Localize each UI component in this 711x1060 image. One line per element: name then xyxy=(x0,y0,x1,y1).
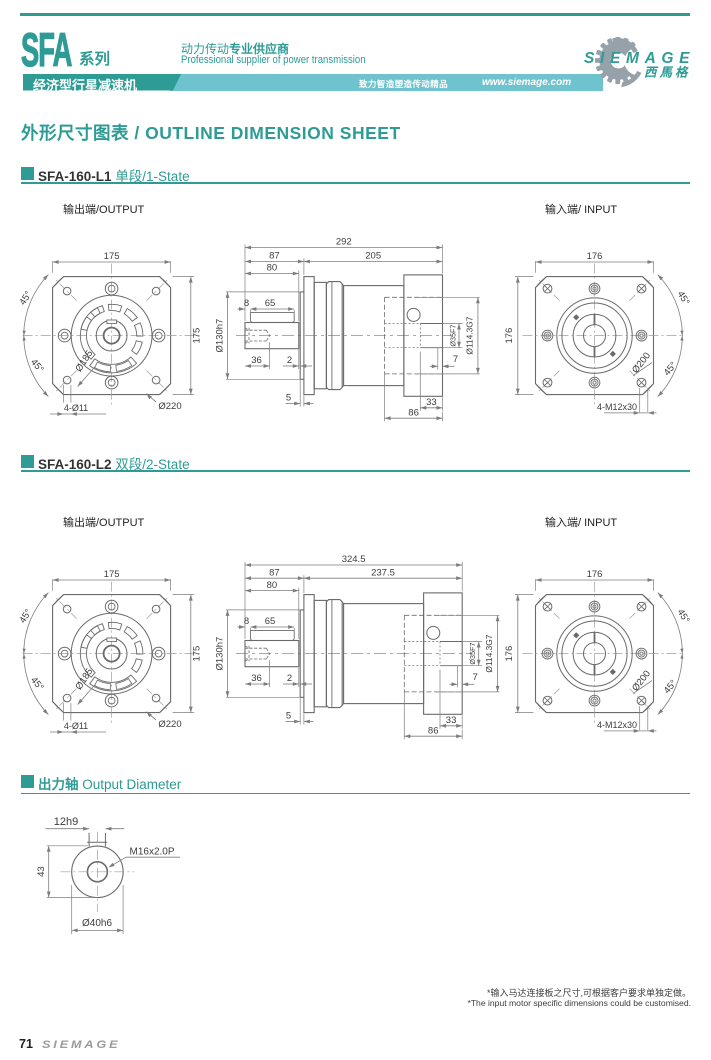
svg-text:4-Ø11: 4-Ø11 xyxy=(64,721,88,731)
svg-text:33: 33 xyxy=(426,397,437,408)
svg-text:43: 43 xyxy=(36,866,47,877)
svg-text:45°: 45° xyxy=(17,289,34,307)
svg-text:4-M12x30: 4-M12x30 xyxy=(597,720,637,730)
svg-text:Ø114.3G7: Ø114.3G7 xyxy=(464,316,474,354)
svg-text:12h9: 12h9 xyxy=(54,816,78,828)
svg-text:65: 65 xyxy=(265,616,276,627)
svg-text:86: 86 xyxy=(408,407,419,418)
svg-text:5: 5 xyxy=(286,710,291,721)
svg-text:205: 205 xyxy=(365,251,381,262)
svg-text:Ø220: Ø220 xyxy=(158,401,181,412)
svg-text:2: 2 xyxy=(287,355,292,366)
svg-text:2: 2 xyxy=(287,673,292,684)
svg-text:45°: 45° xyxy=(28,357,46,375)
svg-text:7: 7 xyxy=(473,672,478,683)
svg-text:87: 87 xyxy=(269,567,280,578)
svg-text:西馬格: 西馬格 xyxy=(644,66,691,80)
svg-text:33: 33 xyxy=(446,715,457,726)
svg-text:324.5: 324.5 xyxy=(342,554,366,565)
svg-text:176: 176 xyxy=(504,646,515,662)
svg-text:175: 175 xyxy=(192,646,203,662)
svg-text:Ø220: Ø220 xyxy=(158,719,181,730)
svg-text:87: 87 xyxy=(269,251,280,262)
svg-text:Ø200: Ø200 xyxy=(630,351,653,376)
svg-text:45°: 45° xyxy=(675,607,692,625)
svg-text:Ø35F7: Ø35F7 xyxy=(449,325,458,347)
svg-text:Ø35F7: Ø35F7 xyxy=(468,643,477,665)
svg-text:175: 175 xyxy=(104,251,120,262)
svg-text:Ø40h6: Ø40h6 xyxy=(82,918,112,929)
svg-text:4-M12x30: 4-M12x30 xyxy=(597,402,637,412)
svg-text:M16x2.0P: M16x2.0P xyxy=(129,847,174,858)
svg-text:80: 80 xyxy=(267,580,278,591)
svg-text:45°: 45° xyxy=(662,678,680,696)
svg-text:176: 176 xyxy=(587,251,603,262)
svg-text:86: 86 xyxy=(428,725,439,736)
svg-text:8: 8 xyxy=(244,616,249,627)
svg-text:292: 292 xyxy=(336,237,352,248)
svg-text:45°: 45° xyxy=(17,607,34,625)
svg-text:Ø114.3G7: Ø114.3G7 xyxy=(484,634,494,672)
svg-text:175: 175 xyxy=(192,328,203,344)
svg-text:45°: 45° xyxy=(662,360,680,378)
svg-text:80: 80 xyxy=(267,263,278,274)
svg-text:175: 175 xyxy=(104,569,120,580)
svg-text:Ø200: Ø200 xyxy=(630,669,653,694)
svg-text:Ø130h7: Ø130h7 xyxy=(215,637,226,671)
svg-text:176: 176 xyxy=(587,569,603,580)
svg-text:36: 36 xyxy=(251,355,262,366)
svg-text:5: 5 xyxy=(286,392,291,403)
svg-text:Ø130h7: Ø130h7 xyxy=(215,319,226,353)
svg-text:65: 65 xyxy=(265,298,276,309)
svg-text:45°: 45° xyxy=(675,289,692,307)
svg-text:36: 36 xyxy=(251,673,262,684)
svg-text:237.5: 237.5 xyxy=(371,567,395,578)
svg-text:45°: 45° xyxy=(28,675,46,693)
svg-text:4-Ø11: 4-Ø11 xyxy=(64,403,88,413)
svg-text:176: 176 xyxy=(504,328,515,344)
svg-text:8: 8 xyxy=(244,298,249,309)
svg-text:7: 7 xyxy=(453,354,458,365)
svg-text:SIEMAGE: SIEMAGE xyxy=(584,50,691,67)
